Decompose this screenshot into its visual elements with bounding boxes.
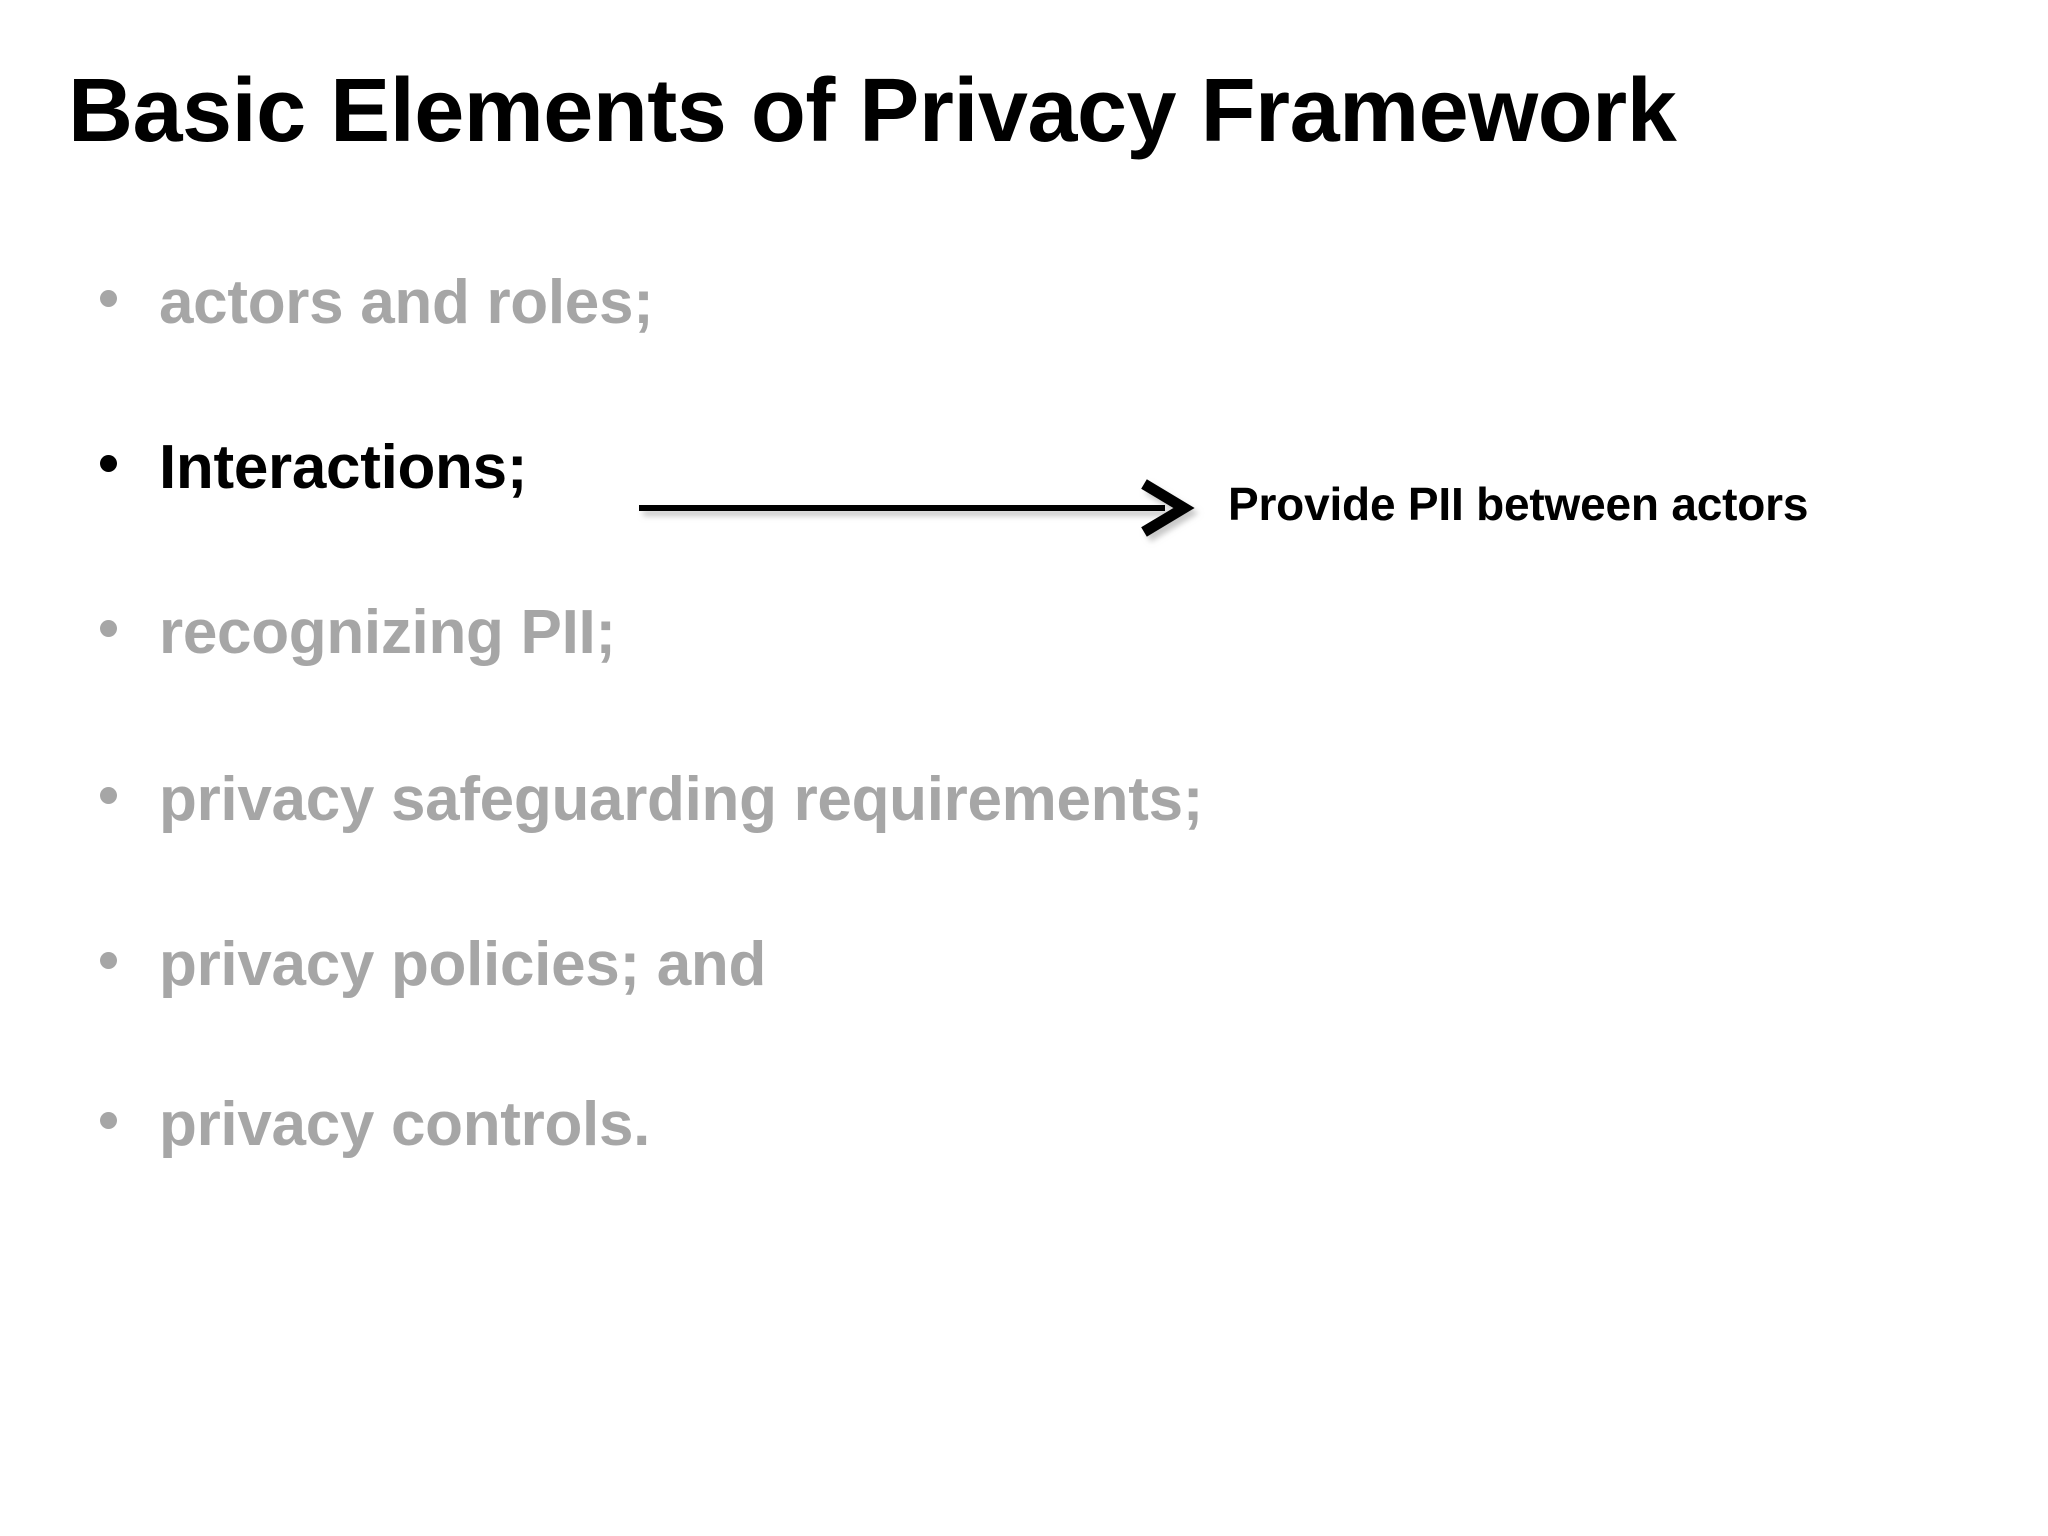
list-item[interactable]: recognizing PII; <box>100 602 616 664</box>
list-item[interactable]: privacy safeguarding requirements; <box>100 769 1203 831</box>
bullet-dot-icon <box>100 787 117 804</box>
annotation-label: Provide PII between actors <box>1228 478 1809 530</box>
bullet-dot-icon <box>100 1112 117 1129</box>
bullet-dot-icon <box>100 952 117 969</box>
bullet-dot-icon <box>100 455 117 472</box>
arrow-annotation-group: Provide PII between actors <box>637 470 2037 550</box>
bullet-dot-icon <box>100 290 117 307</box>
list-item-label: privacy controls. <box>159 1090 651 1159</box>
list-item[interactable]: privacy controls. <box>100 1094 650 1156</box>
list-item-label: privacy policies; and <box>159 930 767 999</box>
list-item[interactable]: actors and roles; <box>100 272 654 334</box>
list-item-label: actors and roles; <box>159 268 654 337</box>
list-item[interactable]: privacy policies; and <box>100 934 766 996</box>
list-item-label: Interactions; <box>159 433 528 502</box>
page-title: Basic Elements of Privacy Framework <box>68 61 1677 161</box>
list-item-label: recognizing PII; <box>159 598 616 667</box>
list-item-label: privacy safeguarding requirements; <box>159 765 1204 834</box>
right-arrow-icon <box>639 479 1195 537</box>
bullet-dot-icon <box>100 620 117 637</box>
list-item[interactable]: Interactions; <box>100 437 527 499</box>
